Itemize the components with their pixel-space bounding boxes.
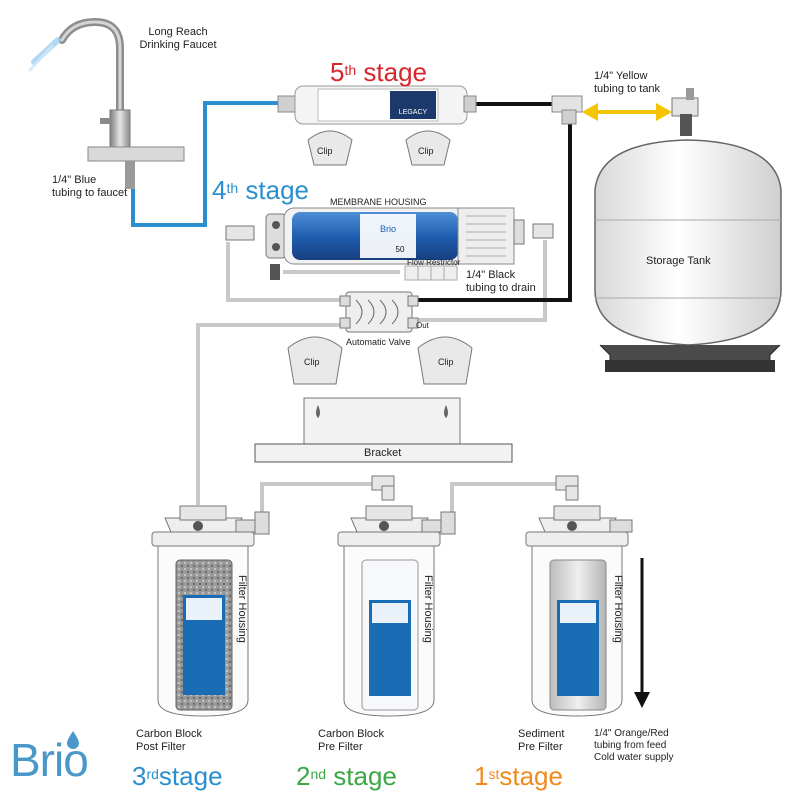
filter-housing-label-1: Filter Housing xyxy=(612,575,624,643)
stage-5-label: 5th stage xyxy=(330,58,427,86)
bracket-label: Bracket xyxy=(364,447,402,459)
carbon-pre-label-line2: Pre Filter xyxy=(318,741,363,753)
feed-arrow-icon xyxy=(634,558,650,708)
stage-3-word: stage xyxy=(158,761,223,791)
stage-2-label: 2nd stage xyxy=(296,762,397,790)
stage-3-label: 3rdstage xyxy=(132,762,223,790)
stage-2-num: 2 xyxy=(296,761,311,791)
stage-3-num: 3 xyxy=(132,761,147,791)
flow-restrictor xyxy=(270,264,458,281)
faucet-label: Long Reach Drinking Faucet xyxy=(118,26,238,52)
stage-2-sup: nd xyxy=(310,766,327,782)
sediment-pre-label: Sediment Pre Filter xyxy=(518,728,564,754)
inline-legacy-text: LEGACY xyxy=(399,109,428,116)
storage-tank-label: Storage Tank xyxy=(646,255,711,267)
stage-3-sup: rd xyxy=(146,766,159,782)
clip-label-1: Clip xyxy=(317,146,333,156)
carbon-post-label-line1: Carbon Block xyxy=(136,728,203,740)
storage-tank xyxy=(594,139,782,372)
stage-4-sup: th xyxy=(226,180,239,196)
orange-tubing-label: 1/4" Orange/Red tubing from feed Cold wa… xyxy=(594,728,673,764)
automatic-valve-label: Automatic Valve xyxy=(346,337,411,347)
yellow-tubing-label-line2: tubing to tank xyxy=(594,83,661,95)
clip-label-4: Clip xyxy=(438,357,454,367)
flow-restrictor-label: Flow Restrictor xyxy=(407,258,461,267)
sediment-pre-label-line2: Pre Filter xyxy=(518,741,563,753)
black-tubing xyxy=(410,102,572,302)
sediment-pre-label-line1: Sediment xyxy=(518,728,565,740)
stage-1-label: 1ststage xyxy=(474,762,563,790)
membrane-50-text: 50 xyxy=(396,245,405,254)
stage-4-label: 4th stage xyxy=(212,176,309,204)
water-drop-icon xyxy=(67,731,79,749)
stage-1-num: 1 xyxy=(474,761,489,791)
faucet-label-line1: Long Reach xyxy=(148,26,208,38)
membrane-housing-label: MEMBRANE HOUSING xyxy=(330,197,427,207)
carbon-pre-label: Carbon Block Pre Filter xyxy=(318,728,384,754)
stage-5-word: stage xyxy=(363,57,427,87)
black-tubing-label: 1/4" Black tubing to drain xyxy=(466,269,536,295)
gray-tubing xyxy=(196,240,560,520)
stage-4-word: stage xyxy=(245,175,309,205)
blue-tubing-to-faucet xyxy=(131,101,295,227)
membrane-brand-text: Brio xyxy=(380,224,396,234)
stage-5-num: 5 xyxy=(330,57,345,87)
clip-label-3: Clip xyxy=(304,357,320,367)
black-tubing-label-line2: tubing to drain xyxy=(466,282,536,294)
yellow-tubing-label-line1: 1/4" Yellow xyxy=(594,70,648,82)
carbon-pre-label-line1: Carbon Block xyxy=(318,728,385,740)
tee-connector-icon xyxy=(551,95,583,125)
faucet-label-line2: Drinking Faucet xyxy=(139,39,217,51)
carbon-post-label: Carbon Block Post Filter xyxy=(136,728,202,754)
elbow-fitting-icon xyxy=(371,475,579,501)
stage-5-sup: th xyxy=(344,62,357,78)
orange-tubing-label-line3: Cold water supply xyxy=(594,752,674,763)
filter-housing-label-3: Filter Housing xyxy=(236,575,248,643)
stage-1-word: stage xyxy=(499,761,563,791)
filter-housing-2 xyxy=(337,505,456,717)
stage-1-sup: st xyxy=(488,766,500,782)
yellow-tubing-label: 1/4" Yellow tubing to tank xyxy=(594,70,660,96)
clip-icon xyxy=(307,130,451,166)
orange-tubing-label-line2: tubing from feed xyxy=(594,740,667,751)
blue-tubing-label: 1/4" Blue tubing to faucet xyxy=(52,174,127,200)
membrane-housing: Brio 50 xyxy=(225,207,554,265)
automatic-valve xyxy=(339,291,419,333)
yellow-arrow xyxy=(582,103,672,121)
filter-housing-1 xyxy=(525,505,633,717)
filter-housing-3 xyxy=(151,505,270,717)
filter-housing-label-2: Filter Housing xyxy=(422,575,434,643)
out-label: Out xyxy=(416,321,429,330)
blue-tubing-label-line2: tubing to faucet xyxy=(52,187,128,199)
carbon-post-label-line2: Post Filter xyxy=(136,741,186,753)
stage-2-word: stage xyxy=(333,761,397,791)
orange-tubing-label-line1: 1/4" Orange/Red xyxy=(594,728,669,739)
clip-icon xyxy=(287,336,473,385)
blue-tubing-label-line1: 1/4" Blue xyxy=(52,174,97,186)
faucet-icon xyxy=(28,17,185,189)
bracket xyxy=(254,397,513,463)
black-tubing-label-line1: 1/4" Black xyxy=(466,269,516,281)
inline-post-filter: LEGACY xyxy=(277,85,477,125)
tank-valve-icon xyxy=(671,88,699,136)
clip-label-2: Clip xyxy=(418,146,434,156)
stage-4-num: 4 xyxy=(212,175,227,205)
